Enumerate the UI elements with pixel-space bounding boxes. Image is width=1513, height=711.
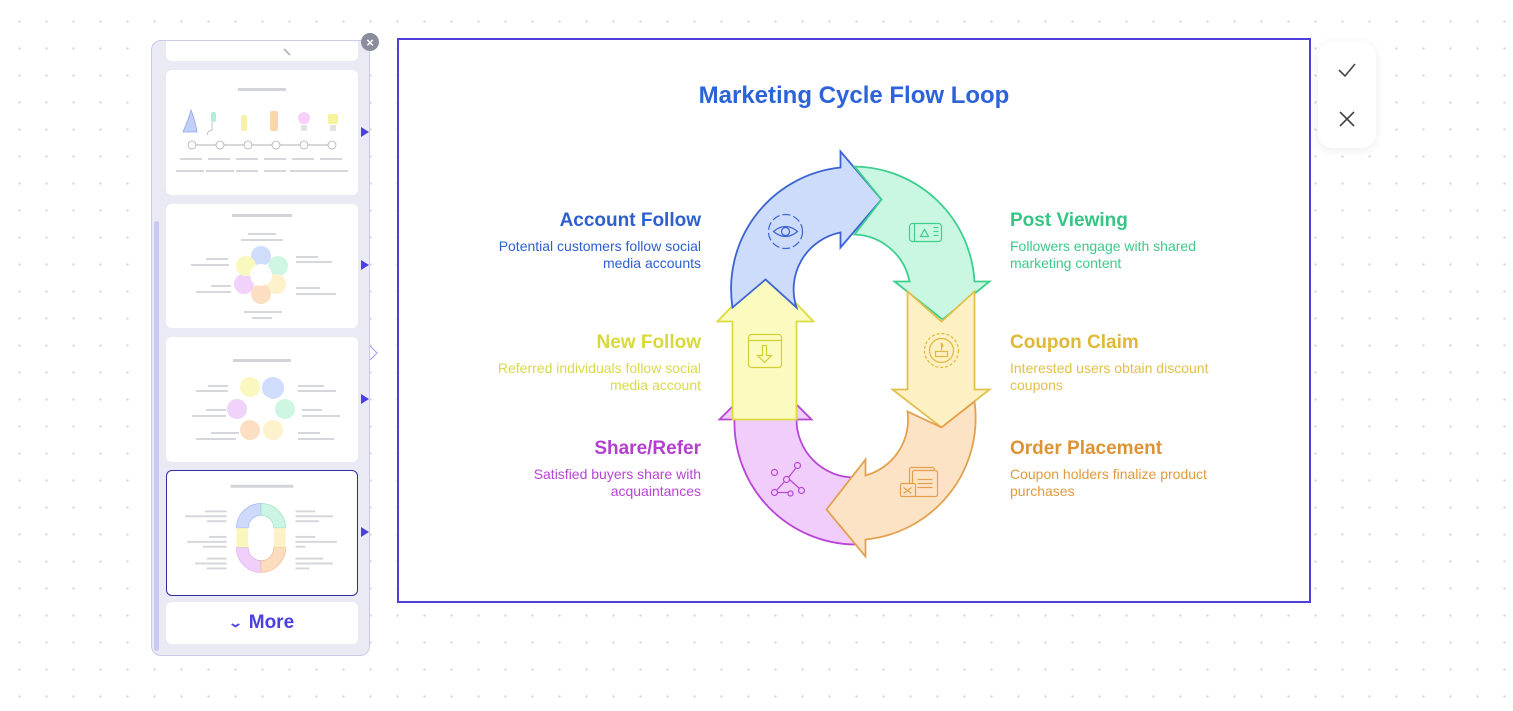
- step-post-viewing: Post Viewing Followers engage with share…: [1010, 210, 1270, 272]
- play-slide-icon[interactable]: [361, 127, 369, 137]
- collapse-panel-icon[interactable]: [369, 345, 379, 361]
- step-title: New Follow: [596, 332, 702, 353]
- step-description: Referred individuals follow social media…: [441, 360, 701, 394]
- step-description: Interested users obtain discount coupons: [1010, 360, 1270, 394]
- arrow-post-viewing: [852, 165, 993, 321]
- slide-title: Marketing Cycle Flow Loop: [698, 82, 1010, 109]
- desc-line: media accounts: [602, 255, 701, 271]
- desc-line: Followers engage with shared: [1010, 238, 1196, 254]
- confirm-button[interactable]: [1335, 58, 1359, 82]
- cancel-button[interactable]: [1335, 107, 1359, 131]
- action-card: [1318, 42, 1376, 148]
- arrow-order-placement: [825, 399, 977, 559]
- coupon-badge-icon: [923, 332, 960, 369]
- desc-line: Interested users obtain discount: [1010, 360, 1209, 376]
- step-description: Potential customers follow social media …: [441, 238, 701, 272]
- desc-line: Satisfied buyers share with: [533, 466, 701, 482]
- thumbnail-preview: [192, 359, 340, 440]
- play-slide-icon[interactable]: [361, 394, 369, 404]
- slide-thumbnail-hexagon[interactable]: [166, 204, 358, 328]
- desc-line: acquaintances: [610, 483, 701, 499]
- more-button[interactable]: ⌄ More: [166, 602, 358, 644]
- slide-canvas[interactable]: Marketing Cycle Flow Loop Account Follow…: [397, 38, 1311, 603]
- step-share-refer: Share/Refer Satisfied buyers share with …: [441, 438, 701, 500]
- play-slide-icon[interactable]: [361, 527, 369, 537]
- step-account-follow: Account Follow Potential customers follo…: [441, 210, 701, 272]
- step-order-placement: Order Placement Coupon holders finalize …: [1010, 438, 1270, 500]
- step-title: Account Follow: [559, 210, 701, 231]
- thumbnail-preview: [283, 48, 291, 56]
- ticket-icon: [908, 222, 943, 243]
- slide-thumbnail-marketing-loop[interactable]: [166, 470, 358, 596]
- close-icon: ×: [366, 34, 374, 50]
- eye-icon: [767, 213, 804, 250]
- slide-thumbnail-partial[interactable]: [166, 41, 358, 61]
- arrow-account-follow: [730, 149, 883, 311]
- slide-thumbnail-ring[interactable]: [166, 337, 358, 462]
- step-title: Order Placement: [1010, 438, 1163, 459]
- more-label: More: [248, 612, 295, 633]
- share-network-icon: [770, 461, 806, 497]
- close-panel-button[interactable]: ×: [361, 33, 379, 51]
- step-new-follow: New Follow Referred individuals follow s…: [441, 332, 701, 394]
- check-icon: [1338, 63, 1356, 78]
- thumbnail-preview: [176, 88, 348, 172]
- thumbnail-preview: [185, 484, 337, 573]
- panel-scrollbar[interactable]: [154, 221, 159, 651]
- desc-line: coupons: [1010, 377, 1063, 393]
- download-window-icon: [747, 333, 783, 369]
- step-description: Coupon holders finalize product purchase…: [1010, 466, 1270, 500]
- step-title: Share/Refer: [594, 438, 701, 459]
- thumbnail-preview: [191, 214, 336, 319]
- step-title: Post Viewing: [1010, 210, 1128, 231]
- desc-line: Referred individuals follow social: [497, 360, 701, 376]
- desc-line: media account: [609, 377, 701, 393]
- marketing-loop-diagram: [715, 149, 993, 559]
- slide-thumbnail-timeline[interactable]: [166, 70, 358, 195]
- desc-line: Potential customers follow social: [498, 238, 701, 254]
- arrow-coupon-claim: [889, 289, 993, 429]
- play-slide-icon[interactable]: [361, 260, 369, 270]
- desc-line: marketing content: [1010, 255, 1122, 271]
- step-title: Coupon Claim: [1010, 332, 1139, 353]
- chevron-down-icon: ⌄: [227, 615, 243, 630]
- close-icon: [1339, 111, 1355, 127]
- step-description: Satisfied buyers share with acquaintance…: [441, 466, 701, 500]
- desc-line: purchases: [1010, 483, 1075, 499]
- step-description: Followers engage with shared marketing c…: [1010, 238, 1270, 272]
- step-coupon-claim: Coupon Claim Interested users obtain dis…: [1010, 332, 1270, 394]
- desc-line: Coupon holders finalize product: [1010, 466, 1207, 482]
- slides-panel: ⌄ More: [151, 40, 370, 656]
- order-window-icon: [899, 466, 939, 498]
